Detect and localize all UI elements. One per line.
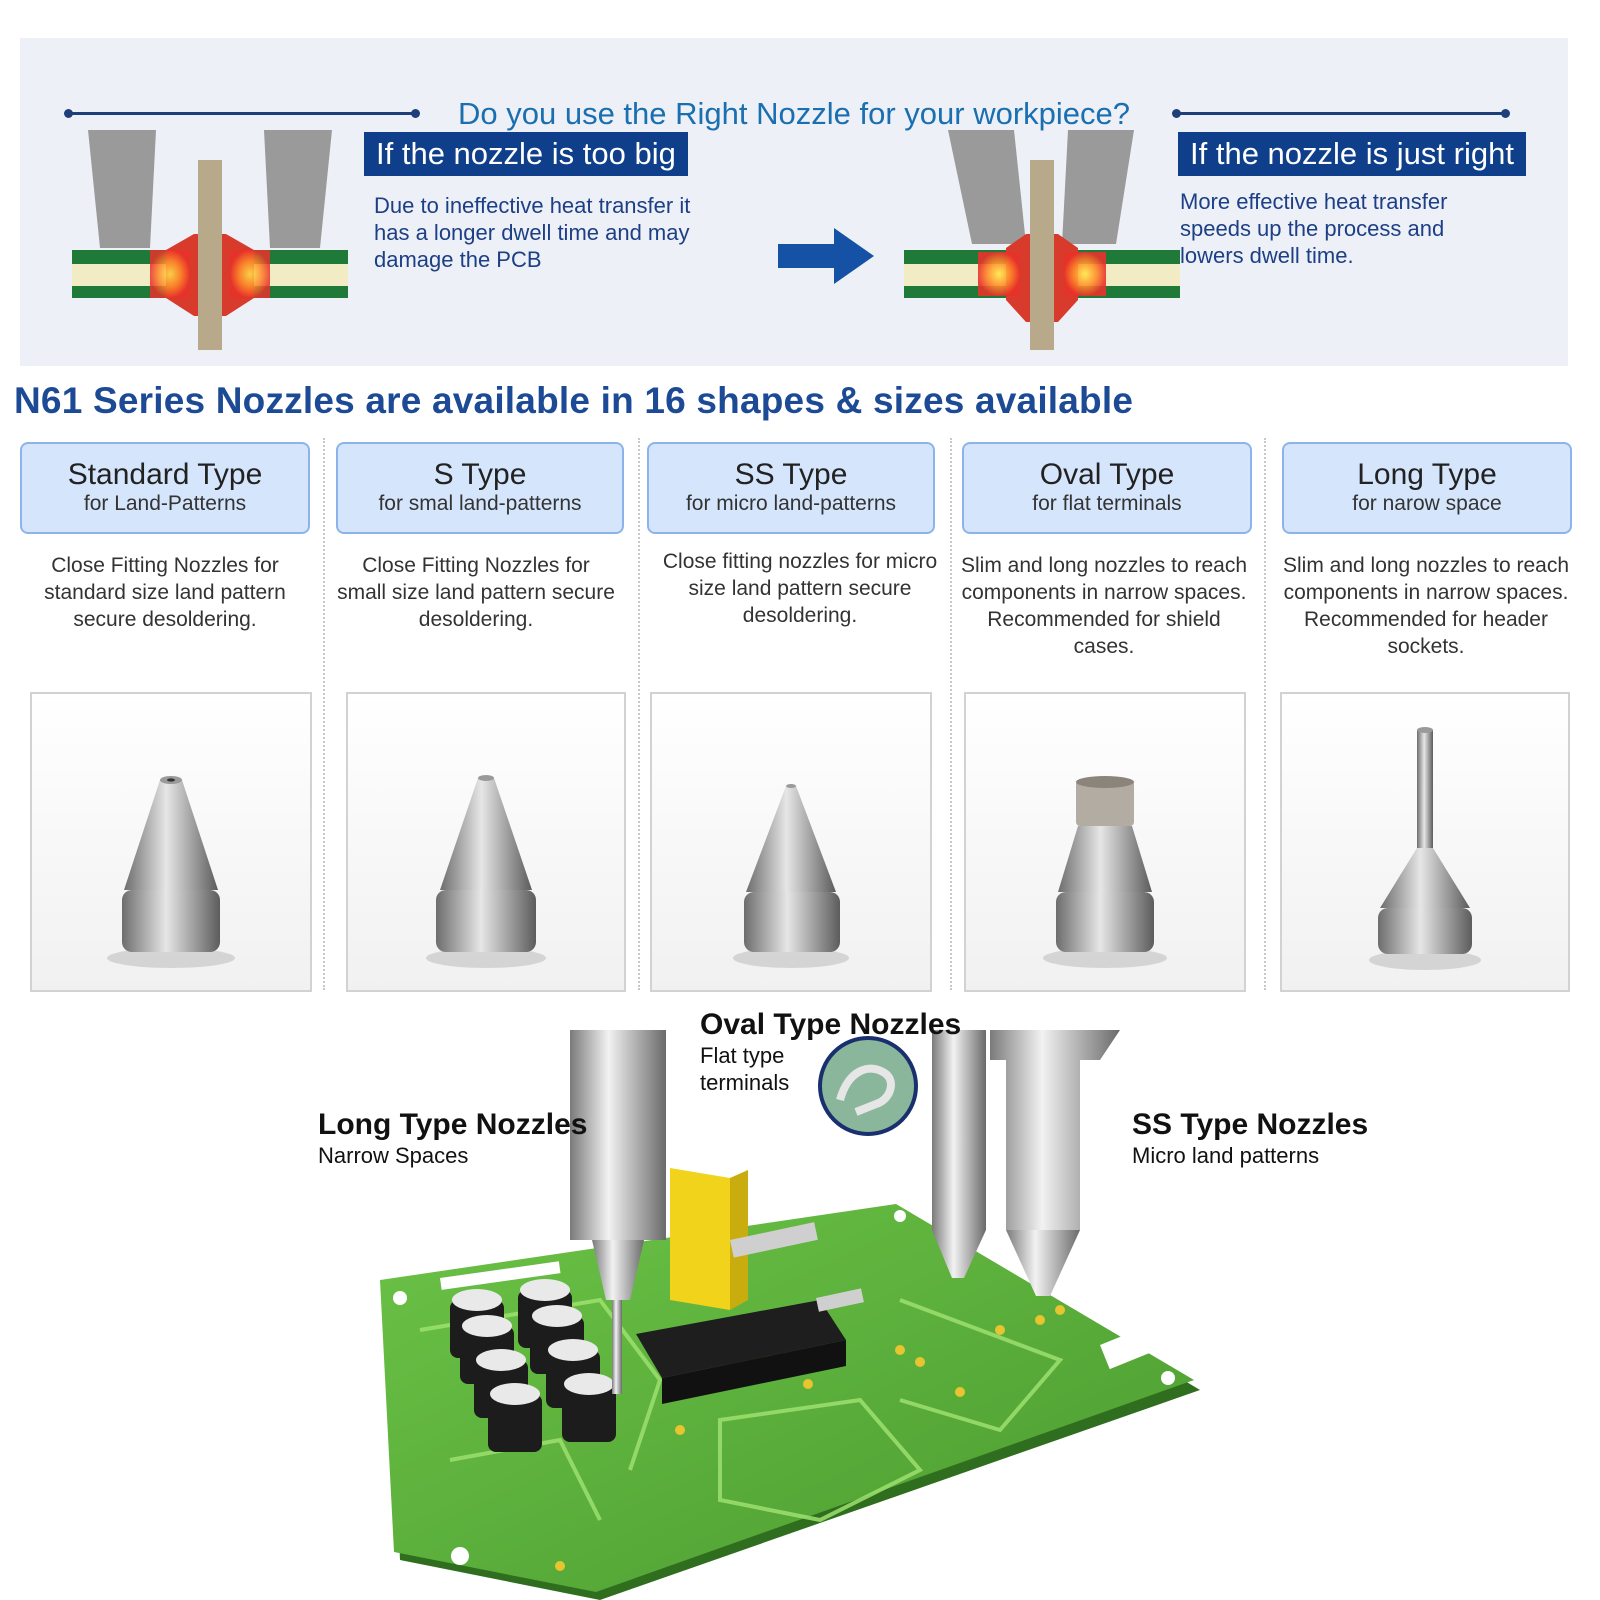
column-divider	[323, 438, 325, 990]
nozzle-photo-oval	[964, 692, 1246, 992]
callout-subtitle: Narrow Spaces	[318, 1143, 469, 1168]
type-subtitle: for micro land-patterns	[685, 492, 897, 515]
callout-subtitle: terminals	[700, 1070, 790, 1095]
column-divider	[950, 438, 952, 990]
ss-type-callout: SS Type Nozzles Micro land patterns	[1132, 1108, 1368, 1169]
type-description: Close fitting nozzles for micro size lan…	[662, 550, 938, 627]
type-description: Slim and long nozzles to reach component…	[1283, 554, 1569, 658]
callout-title: Long Type Nozzles	[318, 1108, 588, 1141]
flat-terminal-inset-icon	[818, 1036, 918, 1136]
type-description: Close Fitting Nozzles for small size lan…	[337, 554, 615, 631]
nozzle-just-right-illustration	[904, 130, 1180, 350]
long-nozzle-icon	[1369, 727, 1481, 970]
title-rule-right	[1172, 109, 1510, 118]
title-rule-left	[64, 109, 420, 118]
oval-type-callout: Oval Type Nozzles Flat type terminals	[700, 1008, 961, 1096]
type-name: SS Type	[734, 458, 848, 491]
callout-subtitle: Flat type	[700, 1043, 785, 1068]
type-name: S Type	[433, 458, 527, 491]
callout-title: SS Type Nozzles	[1132, 1108, 1369, 1141]
callout-title: Oval Type Nozzles	[700, 1008, 962, 1041]
type-subtitle: for flat terminals	[1032, 492, 1182, 515]
type-card-standard: Standard Type for Land-Patterns	[20, 442, 310, 534]
type-card-oval: Oval Type for flat terminals	[962, 442, 1252, 534]
too-big-text: Due to ineffective heat transfer it has …	[374, 193, 691, 272]
nozzle-too-big-illustration	[72, 130, 348, 350]
long-type-callout: Long Type Nozzles Narrow Spaces	[318, 1108, 587, 1169]
right-nozzle-banner: Do you use the Right Nozzle for your wor…	[20, 38, 1568, 366]
nozzle-photo-long	[1280, 692, 1570, 992]
series-title: N61 Series Nozzles are available in 16 s…	[14, 380, 1134, 421]
banner-title: Do you use the Right Nozzle for your wor…	[458, 96, 1130, 131]
capacitor-group	[450, 1279, 616, 1452]
ss-nozzle-icon	[733, 784, 849, 968]
column-divider	[1264, 438, 1266, 990]
type-subtitle: for Land-Patterns	[83, 492, 247, 515]
type-card-long: Long Type for narow space	[1282, 442, 1572, 534]
nozzle-photo-ss	[650, 692, 932, 992]
just-right-text: More effective heat transfer speeds up t…	[1180, 189, 1448, 268]
type-subtitle: for smal land-patterns	[378, 492, 582, 515]
type-name: Standard Type	[67, 458, 263, 491]
pcb-desoldering-scene	[380, 1030, 1200, 1600]
type-card-ss: SS Type for micro land-patterns	[647, 442, 935, 534]
column-divider	[638, 438, 640, 990]
arrow-right-icon	[778, 228, 874, 284]
callout-subtitle: Micro land patterns	[1132, 1143, 1320, 1168]
s-nozzle-icon	[426, 775, 546, 968]
type-description: Slim and long nozzles to reach component…	[961, 554, 1247, 658]
type-subtitle: for narow space	[1352, 492, 1502, 515]
oval-nozzle-icon	[1043, 776, 1167, 968]
type-name: Long Type	[1357, 458, 1497, 491]
just-right-label: If the nozzle is just right	[1178, 132, 1526, 176]
standard-nozzle-icon	[107, 776, 235, 968]
type-card-s: S Type for smal land-patterns	[336, 442, 624, 534]
nozzle-photo-s	[346, 692, 626, 992]
too-big-label: If the nozzle is too big	[364, 132, 688, 176]
type-description: Close Fitting Nozzles for standard size …	[44, 554, 286, 631]
nozzle-photo-standard	[30, 692, 312, 992]
type-name: Oval Type	[1039, 458, 1175, 491]
